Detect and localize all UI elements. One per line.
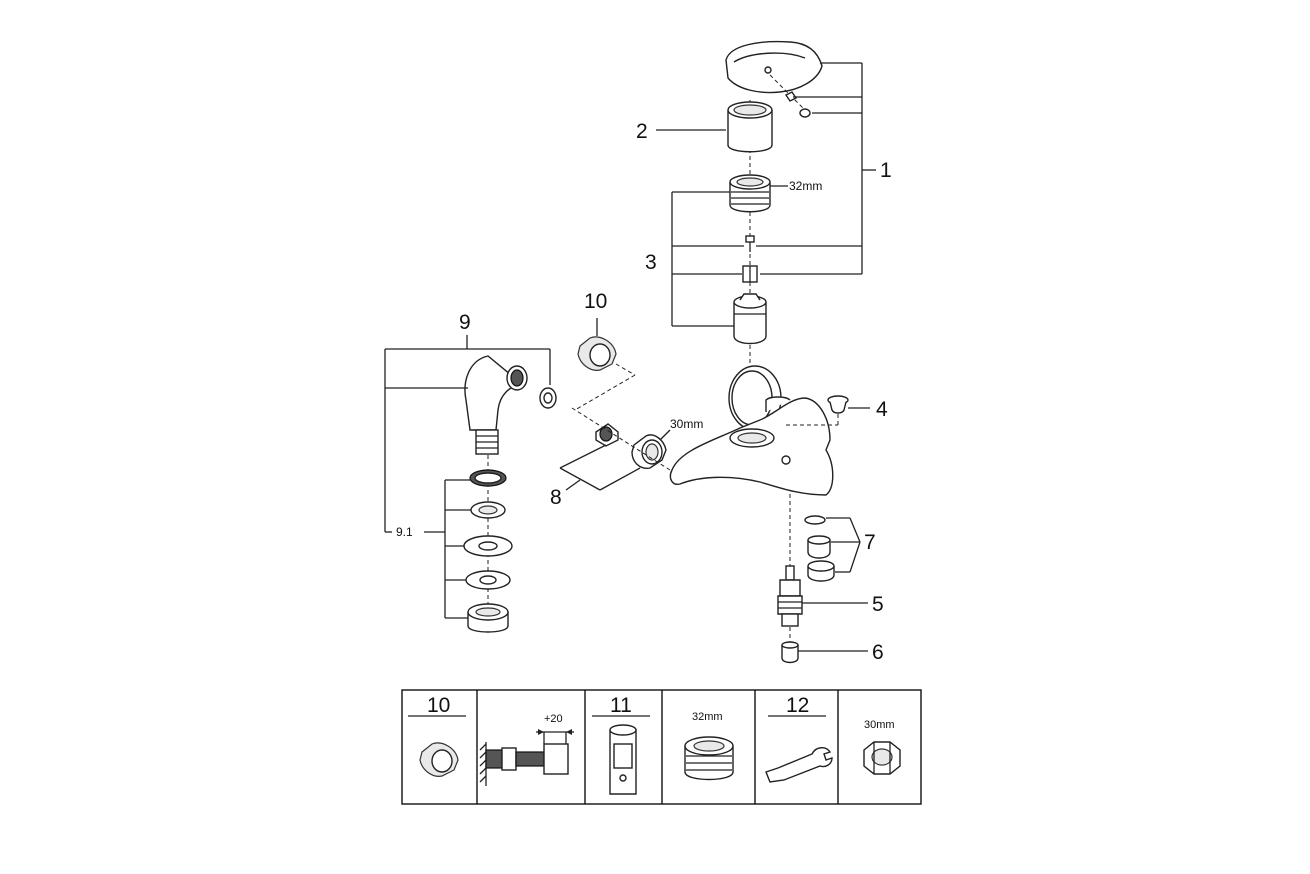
lever-handle (725, 40, 823, 94)
callout-1: 1 (880, 159, 892, 182)
extension-piece (577, 336, 617, 371)
rosette-washer-large (463, 535, 513, 557)
diverter-nut (807, 535, 831, 559)
wrench-icon (765, 747, 833, 783)
callout-2: 2 (636, 120, 648, 143)
leader-lines (384, 62, 876, 652)
wall-install-icon (479, 729, 574, 786)
table-label-11: 11 (610, 694, 632, 717)
callout-6: 6 (872, 641, 884, 664)
seal-ring (469, 469, 507, 487)
hole-cap (827, 395, 849, 414)
cover-sleeve (727, 101, 773, 153)
union-nut (631, 434, 667, 469)
mixer-body (669, 365, 834, 496)
eccentric-connector (595, 423, 619, 447)
limiter-screw (745, 235, 755, 252)
callout-8: 8 (550, 486, 562, 509)
callout-10: 10 (584, 290, 607, 313)
outlet-axis (571, 407, 671, 471)
adapter-piece (742, 265, 758, 283)
callout-4: 4 (876, 398, 888, 421)
table-label-10: 10 (427, 694, 450, 717)
table-dimension-32mm: 32mm (692, 711, 723, 723)
handle-screw (769, 74, 811, 118)
union-nut-dimension: 30mm (670, 417, 703, 431)
reducer-ring (470, 501, 506, 519)
rosette-washer (465, 570, 511, 590)
callout-3: 3 (645, 251, 657, 274)
callout-9: 9 (459, 311, 471, 334)
callout-7: 7 (864, 531, 876, 554)
cartridge-nut-icon (684, 736, 734, 781)
diverter-spindle (777, 565, 803, 627)
wall-elbow (464, 355, 528, 455)
callout-9-1: 9.1 (396, 525, 413, 539)
spindle-cap (781, 641, 799, 664)
tools-table: 10 +20 11 (401, 689, 922, 805)
table-dimension-30mm: 30mm (864, 719, 895, 731)
elbow-washer (539, 387, 557, 409)
table-dimension-plus20: +20 (544, 713, 563, 725)
cartridge-nut-dimension: 32mm (789, 179, 822, 193)
cartridge (733, 293, 767, 345)
wall-nut (467, 603, 509, 633)
callout-5: 5 (872, 593, 884, 616)
union-nut-icon (863, 741, 901, 775)
cartridge-nut (729, 174, 771, 213)
cartridge-tool-icon (609, 724, 637, 795)
extension-icon (419, 742, 459, 777)
table-label-12: 12 (786, 694, 809, 717)
diverter-ring (807, 560, 835, 582)
diverter-seal (804, 515, 826, 525)
